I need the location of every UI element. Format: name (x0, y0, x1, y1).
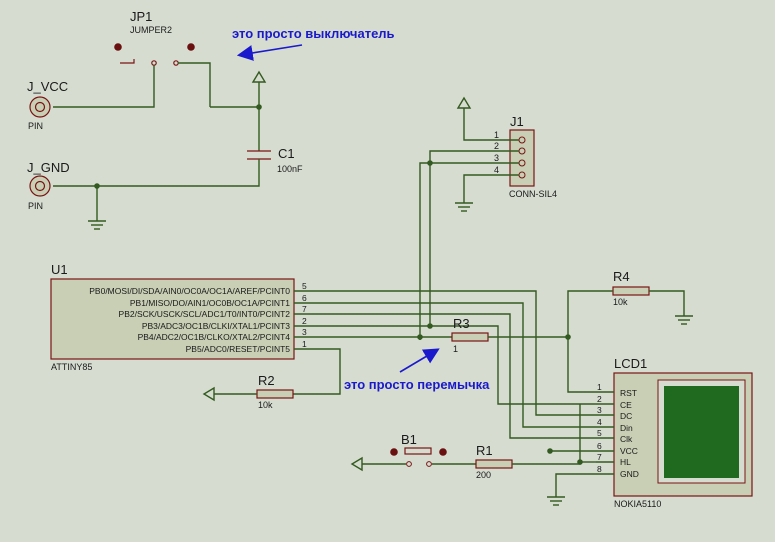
lcd-pin-label-4: Din (620, 423, 633, 433)
jp1-dot-left (114, 43, 122, 51)
u1-pin-num-1: 5 (302, 281, 307, 291)
r3-resistor[interactable]: R3 1 (451, 316, 489, 354)
jvcc-ref: J_VCC (27, 79, 68, 94)
lcd-pin-label-2: CE (620, 400, 632, 410)
j1-connector[interactable]: J1 1 2 3 4 CONN-SIL4 (484, 114, 557, 199)
u1-pin-num-3: 7 (302, 304, 307, 314)
switch-note: это просто выключатель (232, 26, 395, 41)
lcd-pin-label-7: HL (620, 457, 631, 467)
lcd-pin-num-6: 6 (597, 441, 602, 451)
r2-resistor[interactable]: R2 10k (256, 373, 294, 410)
vcc-arrow-icon-r2 (202, 386, 215, 402)
lcd-ref: LCD1 (614, 356, 647, 371)
r2-ref: R2 (258, 373, 275, 388)
u1-pin-label-1: PB0/MOSI/DI/SDA/AIN0/OC0A/OC1A/AREF/PCIN… (89, 286, 290, 296)
u1-pin-num-5: 3 (302, 327, 307, 337)
j1-pin-1: 1 (494, 130, 499, 140)
u1-pin-num-2: 6 (302, 293, 307, 303)
c1-ref: C1 (278, 146, 295, 161)
r3-ref: R3 (453, 316, 470, 331)
r1-value: 200 (476, 470, 491, 480)
lcd-pin-label-1: RST (620, 388, 637, 398)
jp1-contact-a (120, 59, 135, 64)
jp1-contact-b (151, 60, 157, 66)
j-gnd-pin[interactable]: J_GND PIN (27, 160, 70, 211)
vcc-arrow-icon-b1 (350, 456, 363, 472)
vcc-arrow-icon (251, 70, 267, 83)
u1-pin-label-2: PB1/MISO/DO/AIN1/OC0B/OC1A/PCINT1 (130, 298, 290, 308)
ground-icon (88, 186, 106, 230)
u1-pin-label-3: PB2/SCK/USCK/SCL/ADC1/T0/INT0/PCINT2 (119, 309, 291, 319)
jumper-note: это просто перемычка (344, 377, 490, 392)
r4-ref: R4 (613, 269, 630, 284)
lcd-pin-num-4: 4 (597, 417, 602, 427)
lcd-pin-num-8: 8 (597, 464, 602, 474)
r1-resistor[interactable]: R1 200 (475, 443, 513, 480)
ground-icon-r4 (675, 315, 693, 325)
b1-ref: B1 (401, 432, 417, 447)
j1-pin-2: 2 (494, 141, 499, 151)
r2-value: 10k (258, 400, 273, 410)
j1-value: CONN-SIL4 (509, 189, 557, 199)
u1-pin-label-6: PB5/ADC0/RESET/PCINT5 (186, 344, 291, 354)
r4-value: 10k (613, 297, 628, 307)
lcd-pin-label-6: VCC (620, 446, 638, 456)
lcd-value: NOKIA5110 (614, 499, 661, 509)
j-vcc-pin[interactable]: J_VCC PIN (27, 79, 68, 131)
u1-attiny85[interactable]: U1 PB0/MOSI/DI/SDA/AIN0/OC0A/OC1A/AREF/P… (50, 262, 307, 372)
lcd-pin-label-8: GND (620, 469, 639, 479)
vcc-power-symbol (251, 70, 267, 107)
u1-value: ATTINY85 (51, 362, 92, 372)
jgnd-type: PIN (28, 201, 43, 211)
c1-capacitor[interactable]: C1 100nF (247, 107, 303, 185)
lcd-pin-num-2: 2 (597, 394, 602, 404)
u1-pin-label-5: PB4/ADC2/OC1B/CLKO/XTAL2/PCINT4 (138, 332, 291, 342)
r4-resistor[interactable]: R4 10k (612, 269, 650, 307)
lcd-pin-num-7: 7 (597, 452, 602, 462)
lcd-pin-label-3: DC (620, 411, 632, 421)
lcd-screen (664, 386, 739, 478)
u1-pin-label-4: PB3/ADC3/OC1B/CLKI/XTAL1/PCINT3 (142, 321, 290, 331)
jp1-wire-left (53, 65, 155, 108)
b1-button[interactable]: B1 (390, 432, 447, 467)
c1-value: 100nF (277, 164, 303, 174)
j1-pin-4: 4 (494, 165, 499, 175)
jumper-note-arrow (399, 348, 440, 373)
lcd-pin-num-3: 3 (597, 405, 602, 415)
jp1-dot-right (187, 43, 195, 51)
lcd-pin-num-5: 5 (597, 428, 602, 438)
jp1-value: JUMPER2 (130, 25, 172, 35)
u1-pin-num-6: 1 (302, 339, 307, 349)
jp1-contact-c (173, 60, 179, 66)
ground-icon-j1 (455, 202, 473, 212)
u1-pin-num-4: 2 (302, 316, 307, 326)
jp1-ref: JP1 (130, 9, 152, 24)
r1-ref: R1 (476, 443, 493, 458)
j1-ref: J1 (510, 114, 524, 129)
u1-ref: U1 (51, 262, 68, 277)
switch-note-arrow (236, 44, 303, 61)
jvcc-type: PIN (28, 121, 43, 131)
lcd-pin-num-1: 1 (597, 382, 602, 392)
j1-pin-3: 3 (494, 153, 499, 163)
lcd-pin-label-5: Clk (620, 434, 633, 444)
lcd1-nokia5110[interactable]: LCD1 RST CE DC Din Clk VCC HL GND 1 2 3 … (596, 356, 753, 509)
ground-icon-lcd (547, 496, 565, 506)
r3-value: 1 (453, 344, 458, 354)
jp1-jumper[interactable]: JP1 JUMPER2 (53, 9, 211, 108)
vcc-arrow-icon-j1 (456, 96, 472, 109)
jgnd-ref: J_GND (27, 160, 70, 175)
jp1-wire-right (178, 62, 211, 107)
